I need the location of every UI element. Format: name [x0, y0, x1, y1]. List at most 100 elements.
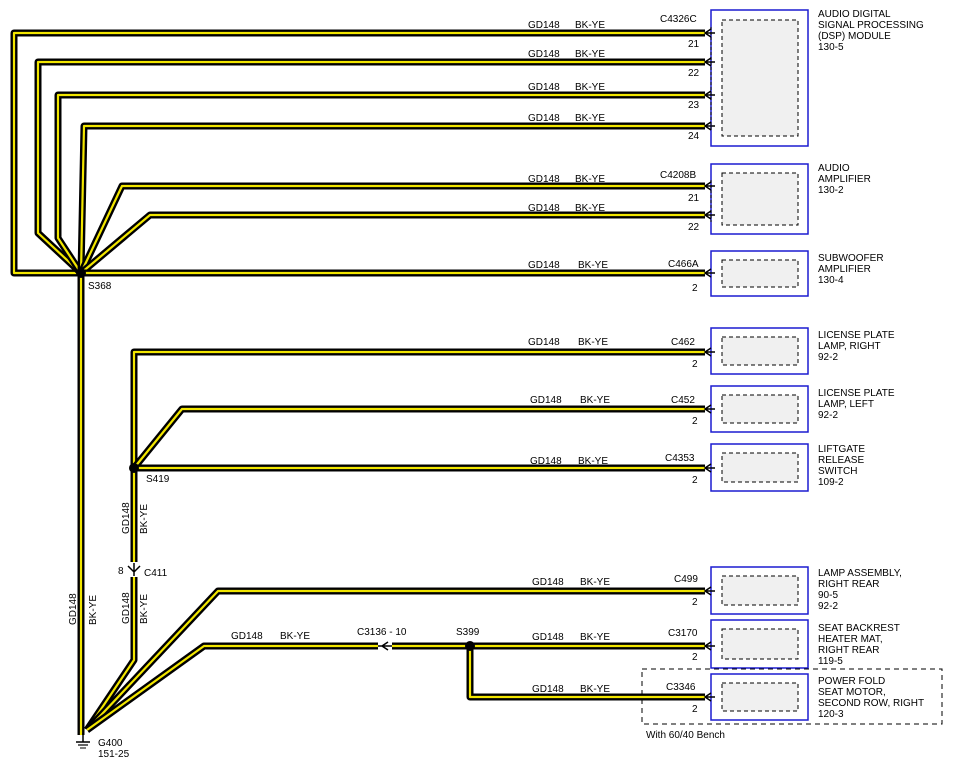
connector-label: C4353	[665, 453, 695, 464]
wire-label-color: BK-YE	[578, 337, 608, 348]
wire-label-color: BK-YE	[139, 504, 150, 534]
wire-label-circuit: GD148	[121, 502, 132, 534]
pin-label: 23	[688, 100, 700, 111]
pin-label: 22	[688, 68, 700, 79]
component-seat-heater: SEAT BACKREST HEATER MAT, RIGHT REAR 119…	[668, 619, 900, 669]
component-label: SUBWOOFER	[818, 253, 884, 264]
wire-label-circuit: GD148	[68, 593, 79, 625]
component-label: SWITCH	[818, 466, 857, 477]
connector-label: C3136 - 10	[357, 627, 407, 638]
connector-label: C4326C	[660, 14, 697, 25]
component-label: LAMP, RIGHT	[818, 341, 881, 352]
component-ref: 109-2	[818, 477, 844, 488]
component-ref: 119-5	[818, 656, 843, 667]
wire-label-color: BK-YE	[575, 113, 605, 124]
ground-label: G400	[98, 738, 123, 749]
component-ref: 92-2	[818, 352, 838, 363]
component-label: LICENSE PLATE	[818, 330, 895, 341]
wire-label-color: BK-YE	[580, 684, 610, 695]
wire-label-circuit: GD148	[121, 592, 132, 624]
splice-label: S399	[456, 627, 480, 638]
component-ref: 120-3	[818, 709, 844, 720]
component-subwoofer-amplifier: SUBWOOFER AMPLIFIER 130-4 C466A 2	[668, 250, 884, 297]
wire-label-color: BK-YE	[580, 632, 610, 643]
pin-label: 2	[692, 652, 698, 663]
component-label: RELEASE	[818, 455, 864, 466]
component-ref: 90-5	[818, 590, 838, 601]
wire-label-color: BK-YE	[280, 631, 310, 642]
pin-label: 8	[118, 566, 124, 577]
component-label: RIGHT REAR	[818, 645, 880, 656]
connector-label: C3170	[668, 628, 698, 639]
component-license-lamp-left: LICENSE PLATE LAMP, LEFT 92-2 C452 2	[671, 385, 895, 433]
ground-g400: G400 151-25	[76, 733, 130, 760]
component-label: (DSP) MODULE	[818, 31, 891, 42]
component-power-fold-motor: POWER FOLD SEAT MOTOR, SECOND ROW, RIGHT…	[641, 668, 943, 741]
wire-dsp-24	[77, 122, 705, 274]
component-label: SIGNAL PROCESSING	[818, 20, 924, 31]
component-label: AMPLIFIER	[818, 174, 871, 185]
wire-label-color: BK-YE	[575, 174, 605, 185]
wire-label-color: BK-YE	[575, 82, 605, 93]
wire-label-circuit: GD148	[528, 337, 560, 348]
component-label: LAMP ASSEMBLY,	[818, 568, 902, 579]
inline-connector-c3136: C3136 - 10	[357, 627, 407, 651]
wire-amp-22	[78, 211, 705, 276]
component-label: LIFTGATE	[818, 444, 865, 455]
component-label: HEATER MAT,	[818, 634, 883, 645]
component-label: AMPLIFIER	[818, 264, 871, 275]
wire-label-circuit: GD148	[528, 260, 560, 271]
pin-label: 2	[692, 416, 698, 427]
wire-label-circuit: GD148	[532, 632, 564, 643]
inline-connector-c411: 8 C411	[118, 563, 168, 579]
ground-ref: 151-25	[98, 749, 130, 760]
wire-label-circuit: GD148	[528, 174, 560, 185]
component-label: AUDIO DIGITAL	[818, 9, 891, 20]
connector-label: C452	[671, 395, 695, 406]
wire-label-circuit: GD148	[528, 49, 560, 60]
wire-lic-left	[131, 405, 705, 471]
splice-label: S368	[88, 281, 112, 292]
option-note: With 60/40 Bench	[646, 730, 725, 741]
pin-label: 2	[692, 597, 698, 608]
wire-label-circuit: GD148	[530, 456, 562, 467]
wire-label-circuit: GD148	[532, 577, 564, 588]
pin-label: 2	[692, 283, 698, 294]
component-label: LICENSE PLATE	[818, 388, 895, 399]
splice-s368	[76, 268, 86, 278]
wire-label-color: BK-YE	[575, 49, 605, 60]
splice-label: S419	[146, 474, 170, 485]
component-label: POWER FOLD	[818, 676, 885, 687]
wire-label-circuit: GD148	[528, 82, 560, 93]
connector-label: C4208B	[660, 170, 696, 181]
component-label: SEAT BACKREST	[818, 623, 900, 634]
component-ref: 130-4	[818, 275, 844, 286]
wire-label-circuit: GD148	[528, 113, 560, 124]
wire-label-color: BK-YE	[575, 203, 605, 214]
wire-label-circuit: GD148	[528, 203, 560, 214]
connector-label: C3346	[666, 682, 696, 693]
connector-label: C466A	[668, 259, 699, 270]
component-ref: 92-2	[818, 410, 838, 421]
component-liftgate-switch: LIFTGATE RELEASE SWITCH 109-2 C4353 2	[665, 443, 865, 492]
wire-label-color: BK-YE	[139, 594, 150, 624]
component-license-lamp-right: LICENSE PLATE LAMP, RIGHT 92-2 C462 2	[671, 327, 895, 375]
splice-s399	[465, 641, 475, 651]
connector-label: C462	[671, 337, 695, 348]
wire-label-circuit: GD148	[530, 395, 562, 406]
pin-label: 2	[692, 475, 698, 486]
component-dsp-module: AUDIO DIGITAL SIGNAL PROCESSING (DSP) MO…	[660, 9, 924, 147]
component-label: AUDIO	[818, 163, 850, 174]
wire-label-color: BK-YE	[575, 20, 605, 31]
pin-label: 22	[688, 222, 700, 233]
component-label: SEAT MOTOR,	[818, 687, 886, 698]
pin-label: 2	[692, 359, 698, 370]
connector-label: C411	[144, 568, 168, 579]
wire-label-circuit: GD148	[528, 20, 560, 31]
wire-label-color: BK-YE	[88, 595, 99, 625]
component-ref: 130-2	[818, 185, 844, 196]
wire-dsp-21	[10, 29, 705, 277]
component-label: RIGHT REAR	[818, 579, 880, 590]
component-audio-amplifier: AUDIO AMPLIFIER 130-2 C4208B 21 22	[660, 163, 871, 235]
